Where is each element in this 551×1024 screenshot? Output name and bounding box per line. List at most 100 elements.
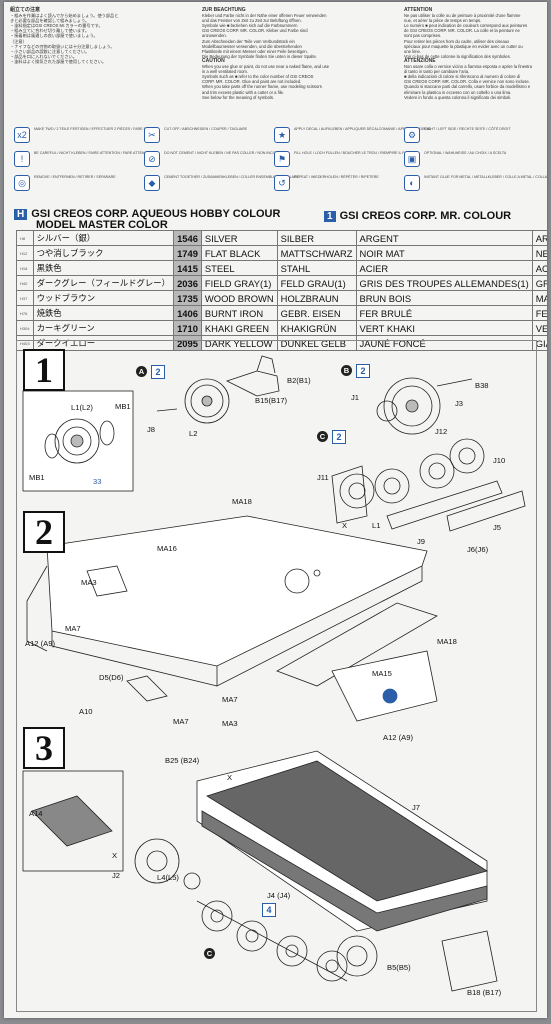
step3-idler-wheel	[336, 935, 378, 977]
aqueous-title: GSI CREOS CORP. AQUEOUS HOBBY COLOUR	[31, 208, 281, 220]
assembly-steps: 1 2 3 A 2 B2(B1) B15(B17) L2 B 2 B38 J1 …	[16, 340, 537, 1012]
step1-idler-wheel	[383, 377, 441, 435]
part-ma18-label: MA18	[232, 497, 252, 506]
part-l4-label: L4(L5)	[157, 873, 179, 882]
instruction-line: When you use glue or paint, do not use n…	[202, 64, 330, 70]
part-ma18b-label: MA18	[437, 637, 457, 646]
part-ma7-label: MA7	[65, 624, 81, 633]
part-b18-label: B18 (B17)	[467, 988, 502, 997]
part-a12b-label: A12 (A9)	[383, 733, 413, 742]
paint-cell-it: ARGENTO	[531, 230, 547, 246]
paint-cell-it: VERDE KAKI	[531, 320, 547, 336]
instruction-line: Le numéro ■ peut indication de couleurs …	[404, 23, 528, 29]
instruction-line: spéciaux pour maquette la plastique en e…	[404, 43, 523, 49]
legend-symbol: !BE CAREFUL / NICHT KLEBEN / FAIRE ATTEN…	[14, 151, 155, 168]
italian-title: ATTENZIONE	[404, 57, 436, 64]
paint-cell-code: H12	[16, 245, 34, 261]
part-l2-label: L2	[189, 429, 198, 438]
step2-towing-hook	[126, 675, 168, 702]
step3-rear-plate	[441, 930, 498, 992]
paint-cell-code: H304	[16, 320, 34, 336]
paint-cell-it: FERRO BRUCIATO	[531, 305, 547, 321]
paint-cell-de: SILBER	[276, 230, 357, 246]
part-j10-label: J10	[493, 456, 506, 465]
legend-symbol-text: REMOVE / ENTFERNEN / RETIRER / SEPARARE	[34, 175, 116, 179]
part-b38-label: B38	[475, 381, 489, 390]
paint-cell-en: KHAKI GREEN	[200, 320, 278, 336]
paint-cell-fr: NOIR MAT	[355, 245, 533, 261]
part-ma7c-label: MA7	[173, 717, 189, 726]
paint-cell-de: MATTSCHWARZ	[276, 245, 357, 261]
step2-detail-callout	[331, 650, 438, 722]
paint-cell-fr: FER BRULÉ	[355, 305, 533, 321]
legend-symbol-text: CEMENT TOGETHER / ZUSAMMENKLEBEN / COLLE…	[164, 175, 299, 179]
instruction-line: eliminare la plastica in eccesso con un …	[404, 89, 512, 95]
instruction-line: Voir ci-bas de cette colonne la signific…	[404, 53, 511, 59]
legend-symbol: ★APPLY DECAL / AUFKLEBEN / APPLIQUER DÉC…	[274, 127, 431, 144]
legend-symbol: ↺REPEAT / WIEDERHOLEN / RÉPÉTER / RIPETE…	[274, 175, 394, 192]
part-j12-label: J12	[435, 427, 448, 436]
part-j1-label: J1	[351, 393, 360, 402]
paint-cell-it: NERO OPACO	[531, 245, 547, 261]
paint-cell-code: H76	[16, 305, 34, 321]
paint-cell-jp: ダークグレー（フィールドグレー）	[32, 275, 175, 291]
part-j6-label: J6(J6)	[467, 545, 489, 554]
instruction-line: （注意）	[10, 38, 27, 44]
legend-symbol: ⊘ DO NOT CEMENT / NICHT KLEBEN / NE PAS C…	[144, 151, 287, 168]
mr-title: GSI CREOS CORP. MR. COLOUR	[339, 210, 512, 222]
part-j11-label: J11	[317, 473, 329, 482]
legend-symbol: ◆CEMENT TOGETHER / ZUSAMMENKLEBEN / COLL…	[144, 175, 299, 192]
paint-cell-en: BURNT IRON	[200, 305, 278, 321]
instruction-line: ・組み立てに合わせ切り離して使います。	[10, 28, 90, 34]
part-tree-b-marker: B	[341, 365, 352, 376]
step1-sprocket-wheel	[184, 378, 230, 424]
paint-cell-jp: 黒鉄色	[32, 260, 175, 276]
paint-cell-en: FIELD GRAY(1)	[200, 275, 278, 291]
paint-table: H8シルバー（銀）1546SILVERSILBERARGENTARGENTO銀色…	[16, 230, 547, 351]
paint-cell-fr: BRUN BOIS	[355, 290, 533, 306]
french-lines: Ne pas utiliser la colle ou de peinture …	[404, 13, 544, 59]
legend-symbol-text: DO NOT CEMENT / NICHT KLEBEN / NE PAS CO…	[164, 151, 287, 155]
legend-symbol-text: RIGHT / LEFT SIDE / RECHTE SEITE / CÔTÉ …	[424, 127, 511, 131]
paint-cell-num: 1546	[173, 230, 202, 246]
legend-symbol-text: INSTANT GLUE FOR METAL / METALLKLEBER / …	[424, 175, 547, 179]
paint-cell-fr: ARGENT	[355, 230, 533, 246]
paint-cell-de: HOLZBRAUN	[276, 290, 357, 306]
part-d5-label: D5(D6)	[99, 673, 124, 682]
instruction-line: ・塗料指定はGSI CREOS Mr.カラーの番号です。	[10, 23, 103, 29]
paint-cell-num: 1406	[173, 305, 202, 321]
part-ma15-label: MA15	[372, 669, 392, 678]
legend-symbol-icon: ⚑	[274, 151, 290, 167]
instruction-line: de GSI CREOS CORP. MR. COLOR. La colle e…	[404, 28, 520, 34]
instruction-line: ・部品を口に入れないでください。	[10, 53, 77, 59]
instruction-line: きと必要な部品を確認して組みましょう。	[10, 18, 90, 24]
paint-cell-jp: つや消しブラック	[32, 245, 175, 261]
legend-symbol-text: BE CAREFUL / NICHT KLEBEN / FAIRE ATTENT…	[34, 151, 156, 155]
instruction-line: Symbols such as ■ refer to the color num…	[202, 74, 314, 80]
part-ma3b-label: MA3	[222, 719, 238, 728]
legend-symbol-icon: ◐	[404, 175, 420, 191]
paint-cell-jp: 焼鉄色	[32, 305, 175, 321]
instruction-line: GSI CREOS CORP. MR. COLOR. Kleber und Fa…	[202, 28, 308, 34]
paint-cell-it: MARRONE LEGNO	[531, 290, 547, 306]
legend-symbol-icon: ◎	[14, 175, 30, 191]
step-1-number: 1	[23, 349, 65, 391]
instruction-line: ・接着剤は風通しの良い部屋で使いましょう。	[10, 33, 98, 39]
aqueous-code-badge: H	[14, 209, 28, 220]
paint-cell-jp: ウッドブラウン	[32, 290, 175, 306]
part-l1-label: L1	[372, 521, 381, 530]
italian-lines: Non usare colla o vernice vicino a fiamm…	[404, 64, 544, 100]
legend-symbol-icon: ↺	[274, 175, 290, 191]
part-b15-label: B15(B17)	[255, 396, 288, 405]
legend-symbol-icon: ⊘	[144, 151, 160, 167]
part-b5-label: B5(B5)	[387, 963, 411, 972]
step2-side-plate	[276, 602, 438, 687]
cut-x-label: X	[342, 521, 348, 530]
step-3-number: 3	[23, 727, 65, 769]
legend-symbol-icon: ▣	[404, 151, 420, 167]
english-title: CAUTION	[202, 57, 225, 64]
legend-symbol: ▣OPTIONAL / WAHLWEISE / AU CHOIX / A SCE…	[404, 151, 524, 168]
